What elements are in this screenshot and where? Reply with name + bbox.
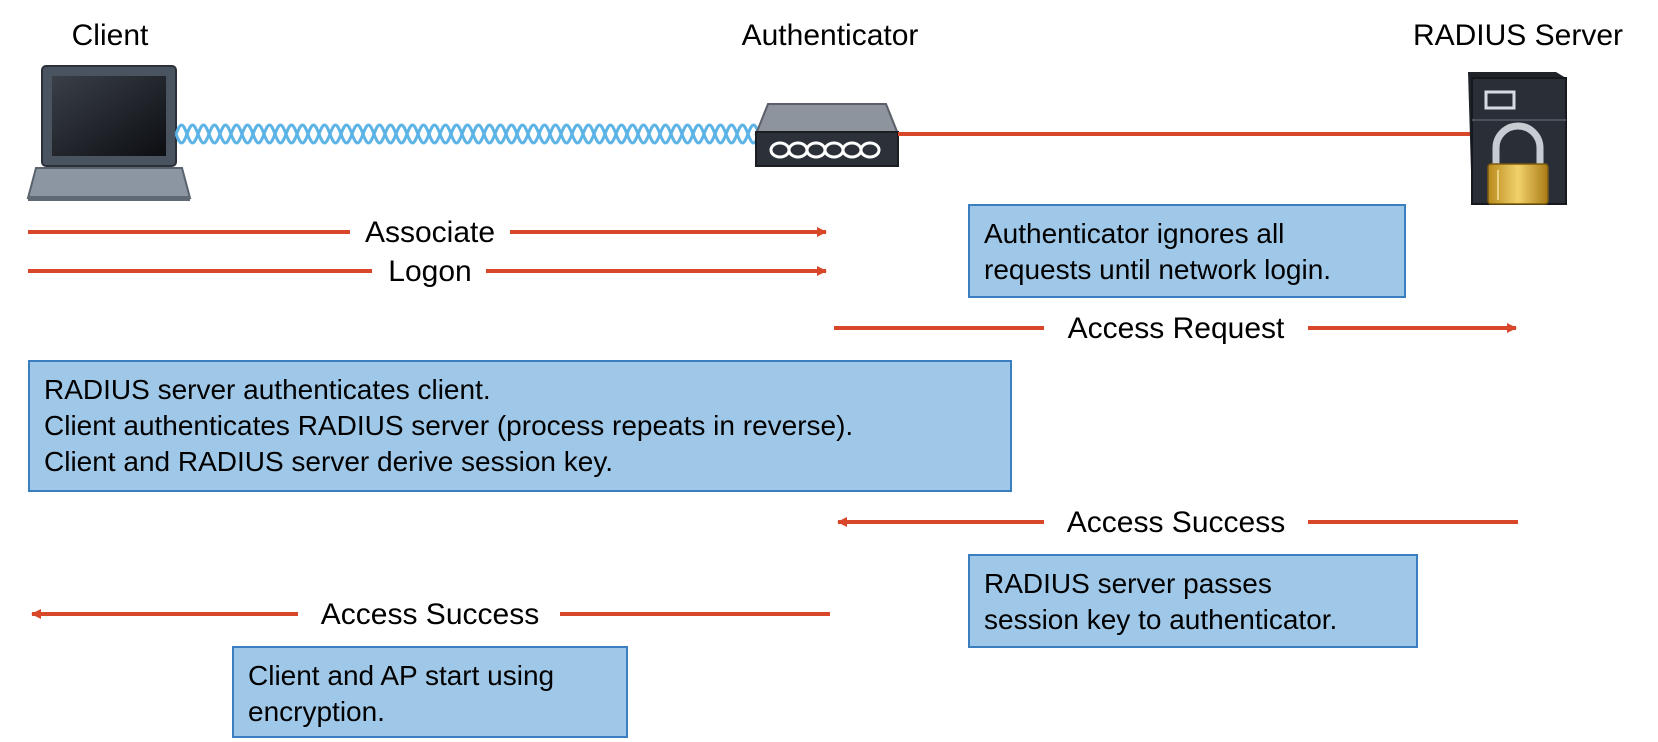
- associate-label: Associate: [365, 216, 495, 249]
- note-line: RADIUS server passes: [984, 568, 1272, 599]
- note-passes-session-key: RADIUS server passes session key to auth…: [968, 554, 1418, 648]
- access-point-icon: [754, 103, 900, 167]
- note-line: Client and AP start using: [248, 660, 555, 691]
- radius-server-label: RADIUS Server: [1413, 19, 1623, 52]
- laptop-icon: [26, 65, 192, 201]
- access-request-label: Access Request: [1068, 312, 1285, 345]
- note-authenticator-ignores: Authenticator ignores all requests until…: [968, 204, 1406, 298]
- note-line: session key to authenticator.: [984, 604, 1338, 635]
- wireless-link: [174, 123, 762, 145]
- note-start-encryption: Client and AP start using encryption.: [232, 646, 628, 738]
- note-line: Client authenticates RADIUS server (proc…: [44, 410, 854, 441]
- access-success-client-label: Access Success: [321, 598, 539, 631]
- note-line: RADIUS server authenticates client.: [44, 374, 491, 405]
- note-line: Client and RADIUS server derive session …: [44, 446, 614, 477]
- client-label: Client: [72, 19, 149, 52]
- note-mutual-authentication: RADIUS server authenticates client. Clie…: [28, 360, 1012, 492]
- logon-label: Logon: [388, 255, 471, 288]
- access-success-server-label: Access Success: [1067, 506, 1285, 539]
- note-line: requests until network login.: [984, 254, 1332, 285]
- note-line: Authenticator ignores all: [984, 218, 1285, 249]
- wireless-link-strand: [174, 123, 762, 145]
- authenticator-label: Authenticator: [742, 19, 919, 52]
- server-lock-icon: [1468, 72, 1567, 205]
- note-line: encryption.: [248, 696, 385, 727]
